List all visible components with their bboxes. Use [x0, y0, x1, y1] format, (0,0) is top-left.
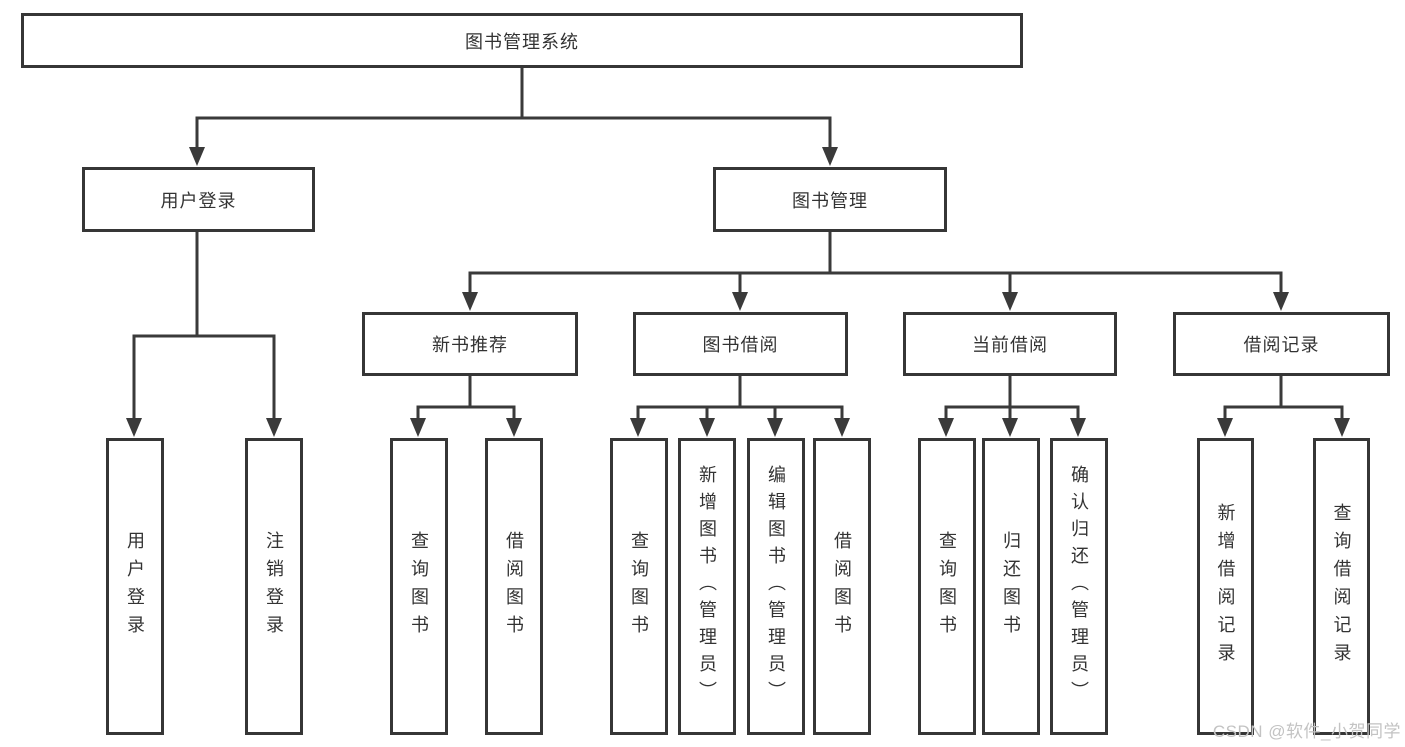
- node-user-login-label: 用户登录: [160, 190, 237, 211]
- leaf-return-book: 归还图书: [982, 438, 1040, 735]
- csdn-watermark: CSDN @软件_小贺同学: [1212, 722, 1401, 741]
- node-root-label: 图书管理系统: [465, 31, 579, 52]
- node-root-system: 图书管理系统: [21, 13, 1023, 68]
- node-current-borrow-label: 当前借阅: [972, 335, 1048, 355]
- leaf-query-borrow-record: 查询借阅记录: [1313, 438, 1370, 735]
- node-user-login: 用户登录: [82, 167, 315, 232]
- node-book-borrow-label: 图书借阅: [702, 335, 779, 355]
- node-new-book-recommend-label: 新书推荐: [432, 335, 508, 355]
- node-new-book-recommend: 新书推荐: [362, 312, 578, 376]
- leaf-user-login-label: 用户登录: [125, 530, 145, 643]
- arrowheads: [126, 147, 1350, 437]
- node-current-borrow: 当前借阅: [903, 312, 1117, 376]
- leaf-query-book-recommend: 查询图书: [390, 438, 448, 735]
- leaf-query-book-borrow: 查询图书: [610, 438, 668, 735]
- leaf-query-book-current: 查询图书: [918, 438, 976, 735]
- leaf-logout: 注销登录: [245, 438, 303, 735]
- leaf-borrow-book-label: 借阅图书: [832, 530, 852, 643]
- leaf-add-borrow-record-label: 新增借阅记录: [1215, 502, 1236, 671]
- leaf-query-book-recommend-label: 查询图书: [409, 530, 429, 643]
- node-borrow-record: 借阅记录: [1173, 312, 1390, 376]
- leaf-edit-book-admin-label: 编辑图书（管理员）: [766, 465, 786, 708]
- leaf-borrow-book-recommend: 借阅图书: [485, 438, 543, 735]
- leaf-query-book-current-label: 查询图书: [937, 530, 957, 643]
- node-book-borrow: 图书借阅: [633, 312, 848, 376]
- leaf-add-book-admin-label: 新增图书（管理员）: [697, 465, 717, 708]
- leaf-query-book-borrow-label: 查询图书: [629, 530, 649, 643]
- node-borrow-record-label: 借阅记录: [1243, 335, 1320, 355]
- node-book-management-label: 图书管理: [792, 190, 868, 211]
- leaf-edit-book-admin: 编辑图书（管理员）: [747, 438, 805, 735]
- leaf-borrow-book: 借阅图书: [813, 438, 871, 735]
- leaf-confirm-return-admin: 确认归还（管理员）: [1050, 438, 1108, 735]
- leaf-add-book-admin: 新增图书（管理员）: [678, 438, 736, 735]
- node-book-management: 图书管理: [713, 167, 947, 232]
- leaf-borrow-book-recommend-label: 借阅图书: [504, 530, 524, 643]
- leaf-logout-label: 注销登录: [264, 530, 284, 643]
- leaf-confirm-return-admin-label: 确认归还（管理员）: [1069, 465, 1089, 708]
- leaf-user-login: 用户登录: [106, 438, 164, 735]
- leaf-add-borrow-record: 新增借阅记录: [1197, 438, 1254, 735]
- leaf-return-book-label: 归还图书: [1001, 530, 1021, 643]
- leaf-query-borrow-record-label: 查询借阅记录: [1331, 502, 1352, 671]
